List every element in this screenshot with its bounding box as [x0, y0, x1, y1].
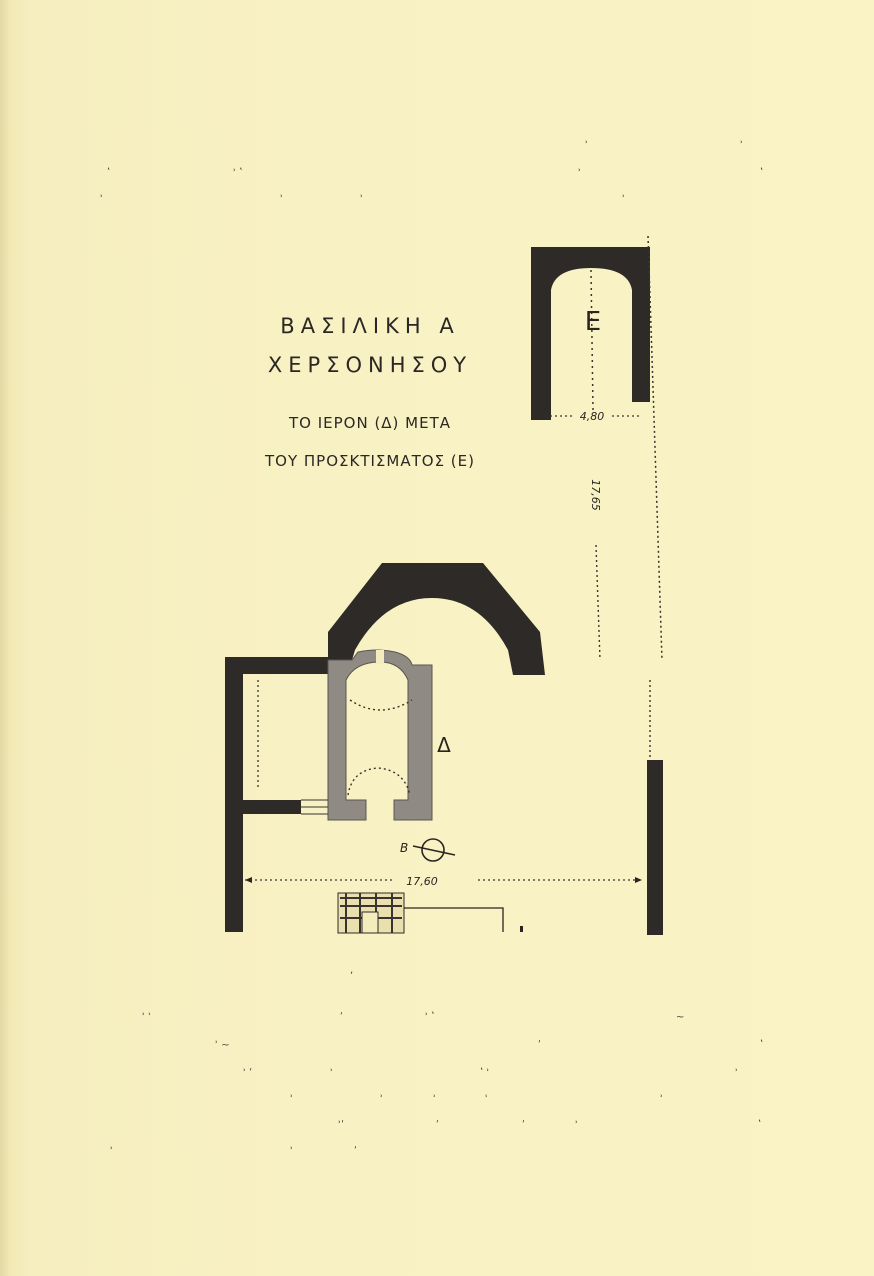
accent-mark: ʾ — [280, 194, 284, 205]
accent-mark: ʾ ʽ — [425, 1012, 435, 1023]
annex-e-walls — [531, 247, 650, 420]
dim-width-main: 17,60 — [406, 875, 438, 888]
dim-length: 17,65 — [589, 479, 602, 511]
accent-mark: ʽ — [107, 168, 111, 179]
north-arrow-line — [412, 845, 456, 856]
sanctuary-arc-upper — [349, 699, 413, 711]
annex-e-axis — [590, 269, 594, 411]
accent-mark: ʾ — [740, 140, 744, 151]
plan-title-line1: ΒΑΣΙΛΙΚΗ Α — [280, 314, 460, 338]
accent-mark: ʾʹ — [338, 1120, 344, 1131]
threshold-line — [404, 907, 504, 932]
sanctuary-opening — [376, 650, 384, 664]
dim-arrow-right-icon — [635, 877, 642, 883]
accent-mark: ʾ — [660, 1094, 664, 1105]
accent-mark: ʾ — [433, 1094, 437, 1105]
dim-length-line — [595, 544, 601, 661]
sanctuary-delta-walls — [327, 649, 433, 821]
page-edge-shadow — [0, 0, 10, 1276]
accent-mark: ʾ — [585, 140, 589, 151]
right-guide-line — [647, 235, 663, 661]
accent-mark: ʾ ʾ — [142, 1012, 152, 1023]
accent-mark: ʾ — [360, 194, 364, 205]
accent-mark: ʾ — [110, 1146, 114, 1157]
accent-mark: ʾ — [735, 1068, 739, 1079]
north-wall — [225, 657, 333, 674]
label-b: Β — [400, 841, 408, 855]
main-apse — [328, 563, 545, 675]
accent-mark: ʾ — [622, 194, 626, 205]
accent-mark: ʹ — [354, 1146, 357, 1157]
sanctuary-arc-lower — [347, 767, 411, 796]
accent-mark: ʽ ʾ — [480, 1068, 490, 1079]
accent-mark: ʾ — [578, 168, 582, 179]
plan-subtitle-line2: ΤΟΥ ΠΡΟΣΚΤΙΣΜΑΤΟΣ (Ε) — [264, 452, 475, 470]
accent-mark: ʽ — [758, 1120, 762, 1131]
west-wall — [225, 657, 243, 932]
plan-title-line2: ΧΕΡΣΟΝΗΣΟΥ — [267, 353, 473, 377]
label-e: Ε — [585, 307, 601, 337]
accent-mark: ʹ — [340, 1012, 343, 1023]
accent-mark: ~ — [676, 1012, 685, 1023]
accent-mark: ʾ ~ — [215, 1040, 230, 1051]
dim-width-e: 4,80 — [580, 410, 605, 423]
accent-mark: ʹ — [522, 1120, 525, 1131]
east-wall-segment — [647, 760, 663, 935]
accent-mark: , — [350, 965, 354, 976]
accent-mark: ʾ — [290, 1146, 294, 1157]
accent-mark: ʽ — [760, 168, 764, 179]
accent-mark: ʾ — [380, 1094, 384, 1105]
accent-mark: ʾ ʹ — [243, 1068, 253, 1079]
accent-mark: ʾ — [575, 1120, 579, 1131]
accent-mark: ʽ — [760, 1040, 764, 1051]
dim-arrow-left-icon — [245, 877, 252, 883]
accent-mark: ʿ — [485, 1094, 489, 1105]
accent-mark: ʹ — [538, 1040, 541, 1051]
accent-mark: ʹ — [436, 1120, 439, 1131]
accent-mark: ʾ — [290, 1094, 294, 1105]
north-arrow-icon — [421, 838, 445, 862]
accent-mark: ʾ — [100, 194, 104, 205]
inner-cross-wall — [243, 800, 301, 814]
accent-mark: ʾ — [330, 1068, 334, 1079]
plan-subtitle-line1: ΤΟ ΙΕΡΟΝ (Δ) ΜΕΤΑ — [288, 414, 452, 432]
accent-mark: ʾ ʽ — [233, 168, 243, 179]
label-delta: Δ — [437, 733, 451, 757]
